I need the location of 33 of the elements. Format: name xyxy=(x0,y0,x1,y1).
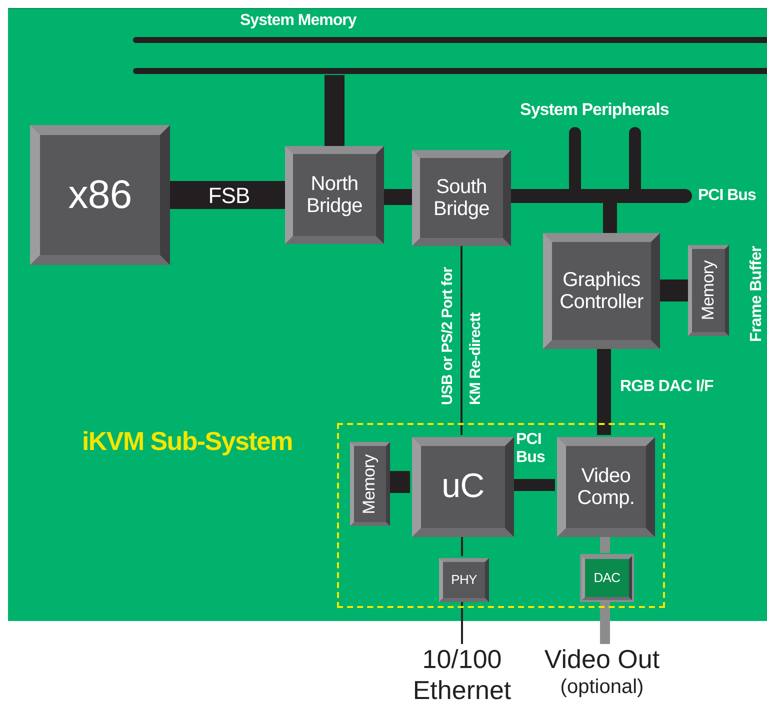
connector-line xyxy=(660,280,688,302)
bus-label: System Memory xyxy=(240,12,356,30)
connector-line xyxy=(461,600,463,644)
connector-line xyxy=(460,246,462,435)
connector-line xyxy=(324,75,344,146)
chip-block: Memory xyxy=(350,442,390,526)
connector-line xyxy=(511,189,560,203)
chip-block: DAC xyxy=(581,555,633,601)
port-label: (optional) xyxy=(560,675,644,700)
edge-label: USB or PS/2 Port for KM Re-directt xyxy=(438,266,485,405)
bus-label: System Peripherals xyxy=(520,100,669,120)
connector-line xyxy=(600,535,610,553)
chip-block: uC xyxy=(412,437,514,537)
connector-line xyxy=(384,189,412,205)
chip-block: Graphics Controller xyxy=(543,233,660,349)
chip-block: South Bridge xyxy=(412,150,511,246)
chip-block: x86 xyxy=(30,125,170,265)
connector-line xyxy=(597,349,611,435)
connector-line xyxy=(170,181,285,209)
bus-label: PCI Bus xyxy=(698,187,756,205)
port-label: Video Out xyxy=(544,644,660,676)
connector-line xyxy=(461,535,463,556)
connector-line xyxy=(600,599,610,644)
side-label: Frame Buffer xyxy=(748,246,766,342)
port-label: 10/100 Ethernet xyxy=(412,644,512,706)
chip-block: PHY xyxy=(439,558,489,602)
edge-label: PCI Bus xyxy=(516,431,546,468)
connector-line xyxy=(388,471,410,493)
chip-block: North Bridge xyxy=(285,146,384,244)
edge-label: RGB DAC I/F xyxy=(620,378,714,396)
chip-block: Video Comp. xyxy=(557,437,655,537)
region-title: iKVM Sub-System xyxy=(82,426,292,457)
connector-line xyxy=(512,479,555,491)
